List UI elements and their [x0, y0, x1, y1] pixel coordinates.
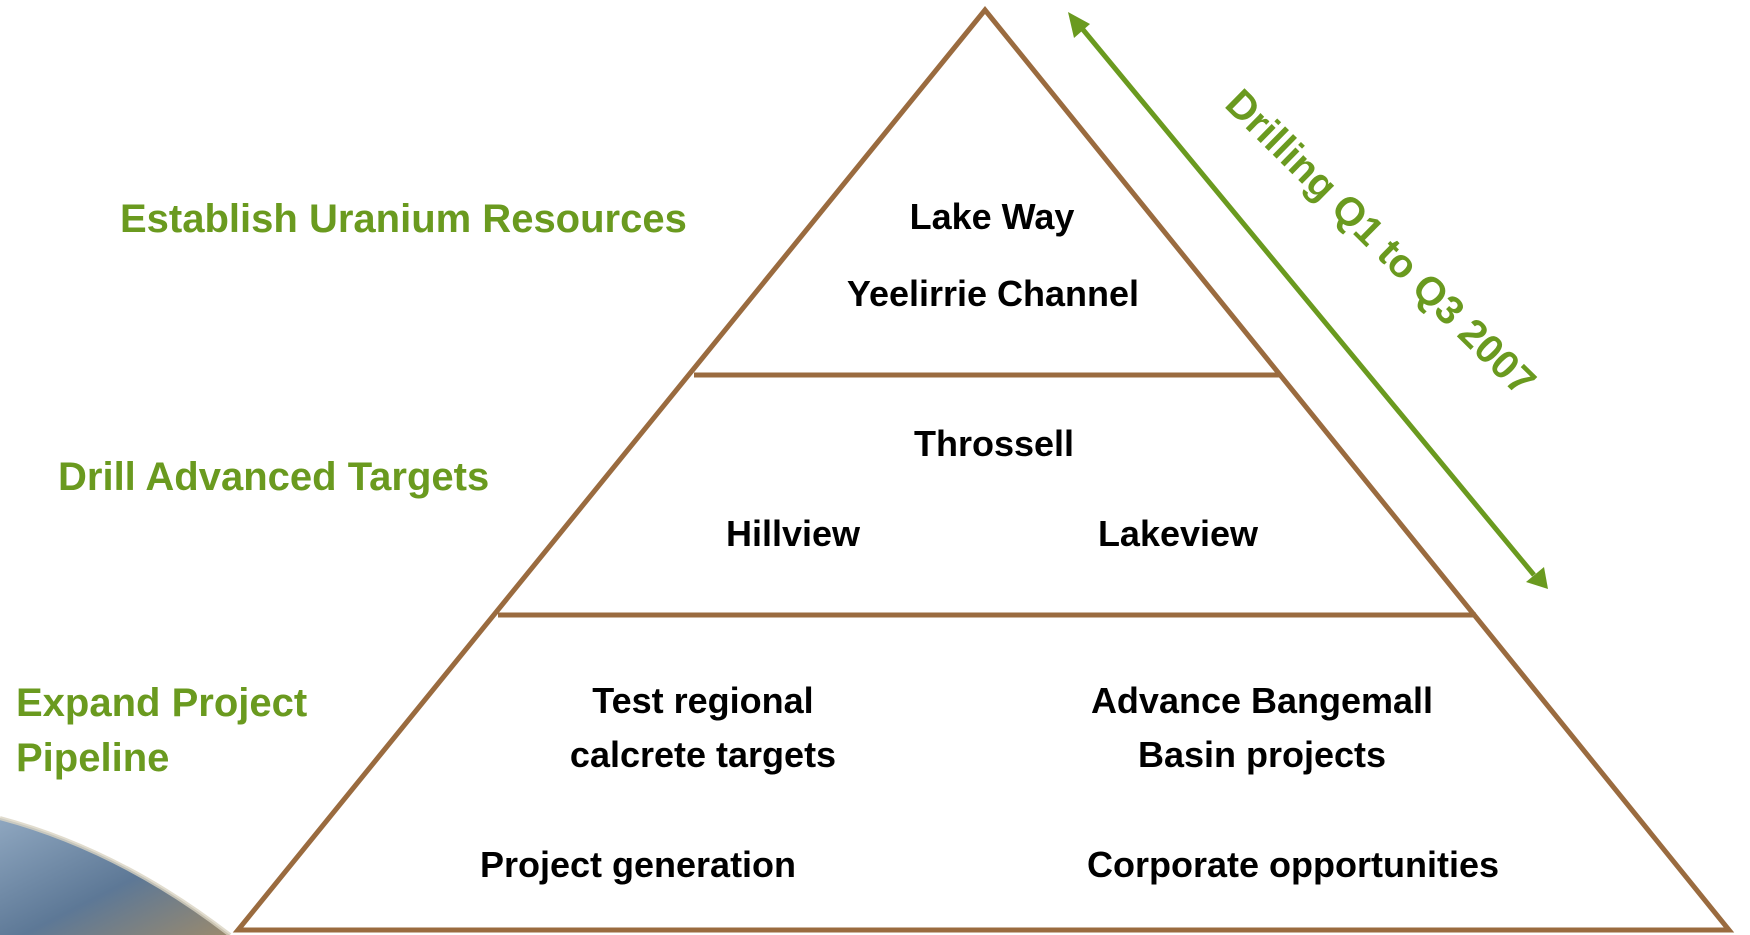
pyramid-outline	[232, 6, 1735, 933]
background-hill-image	[0, 818, 230, 935]
background-hill-edge	[0, 816, 232, 935]
tier-label-pipeline: Expand Project Pipeline	[16, 681, 308, 780]
item-lake-way: Lake Way	[909, 196, 1075, 237]
item-test-regional-calcrete-targets: Test regional calcrete targets	[569, 680, 837, 775]
item-advance-bangemall-basin-projects: Advance Bangemall Basin projects	[1090, 680, 1434, 775]
timeline-arrow-head-start	[1068, 12, 1090, 38]
item-project-generation: Project generation	[479, 844, 797, 885]
item-corporate-opportunities: Corporate opportunities	[1087, 844, 1499, 885]
item-throssell: Throssell	[913, 423, 1075, 464]
tier-label-resources: Establish Uranium Resources	[120, 197, 687, 241]
item-hillview: Hillview	[725, 513, 861, 554]
timeline-arrow-head-end	[1526, 567, 1548, 589]
tier-label-advanced-targets: Drill Advanced Targets	[58, 455, 490, 499]
item-yeelirrie-channel: Yeelirrie Channel	[846, 273, 1140, 314]
item-lakeview: Lakeview	[1097, 513, 1259, 554]
timeline-arrow-shaft	[1078, 24, 1536, 577]
